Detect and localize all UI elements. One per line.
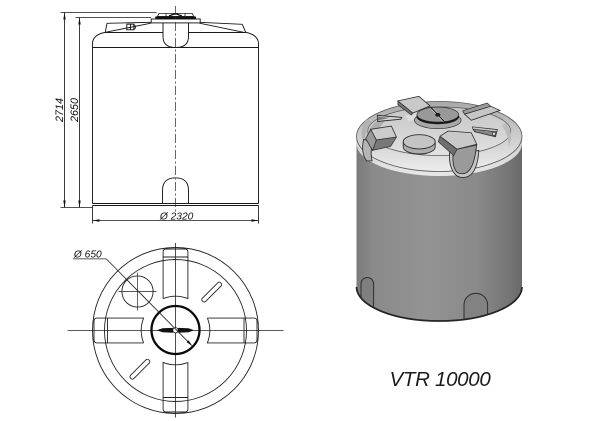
svg-text:Ø 650: Ø 650 [73, 249, 102, 260]
svg-text:Ø 2320: Ø 2320 [159, 211, 194, 222]
svg-text:2650: 2650 [69, 98, 81, 123]
svg-text:VTR 10000: VTR 10000 [389, 368, 491, 391]
svg-text:2714: 2714 [54, 98, 66, 123]
